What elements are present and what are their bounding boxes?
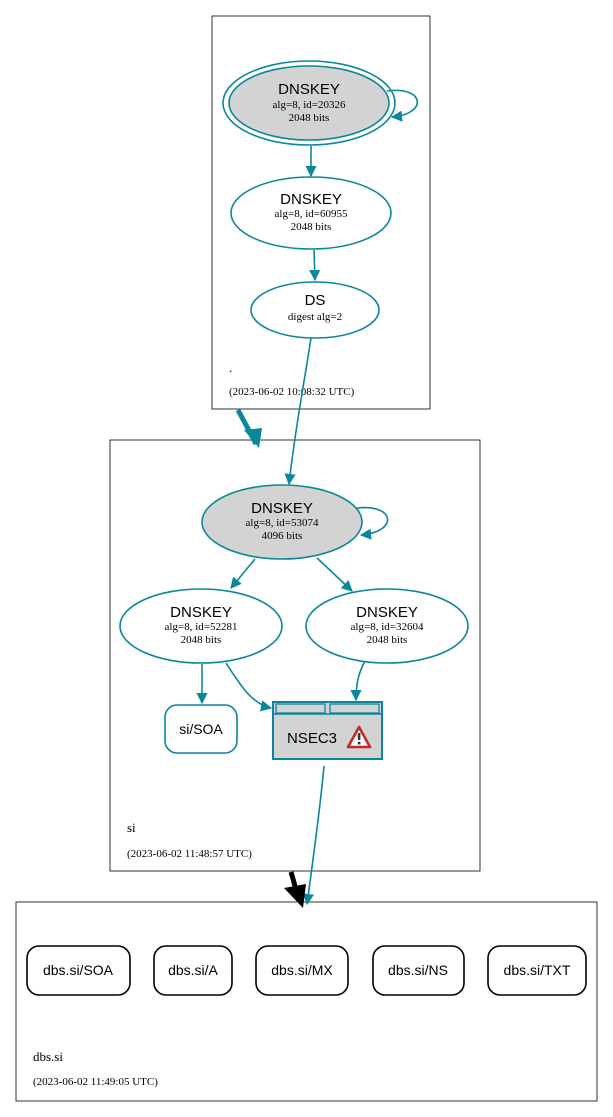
- zone-si-name: si: [127, 820, 136, 835]
- record-dbs-si-a[interactable]: dbs.si/A: [153, 945, 233, 996]
- node-root-ds[interactable]: DS digest alg=2: [250, 281, 380, 339]
- record-dbs-si-ns[interactable]: dbs.si/NS: [372, 945, 465, 996]
- record-dbs-si-mx[interactable]: dbs.si/MX: [255, 945, 349, 996]
- edge-si-ksk-zsk1: [230, 558, 256, 589]
- node-root-ds-type: DS: [305, 292, 326, 309]
- nsec3-header-right: [329, 703, 380, 714]
- edge-ds-si-ksk: [284, 337, 312, 486]
- zone-root-box: [211, 15, 431, 410]
- delegation-arrowhead-si-dbs: [284, 884, 306, 908]
- node-si-zsk1-type: DNSKEY: [170, 604, 232, 621]
- node-si-zsk-32604[interactable]: DNSKEY alg=8, id=32604 2048 bits: [305, 588, 469, 664]
- node-root-ksk-type: DNSKEY: [278, 81, 340, 98]
- node-si-ksk-type: DNSKEY: [251, 500, 313, 517]
- node-si-ksk-bits: 4096 bits: [262, 530, 303, 542]
- delegation-arrowhead-root-si: [244, 428, 262, 448]
- record-dbs-si-mx-label: dbs.si/MX: [271, 962, 333, 978]
- record-dbs-si-soa[interactable]: dbs.si/SOA: [26, 945, 131, 996]
- node-root-zsk[interactable]: DNSKEY alg=8, id=60955 2048 bits: [230, 176, 392, 250]
- node-root-ksk-bits: 2048 bits: [289, 112, 330, 124]
- edge-zsk1-nsec3: [225, 662, 273, 712]
- node-root-ds-digest: digest alg=2: [288, 311, 342, 323]
- node-si-zsk-52281[interactable]: DNSKEY alg=8, id=52281 2048 bits: [119, 588, 283, 664]
- edge-si-ksk-zsk2: [316, 557, 353, 592]
- record-dbs-si-txt[interactable]: dbs.si/TXT: [487, 945, 587, 996]
- node-root-zsk-bits: 2048 bits: [291, 221, 332, 233]
- record-dbs-si-a-label: dbs.si/A: [168, 962, 218, 978]
- edge-si-ksk-self: [356, 506, 389, 540]
- node-si-zsk2-bits: 2048 bits: [367, 634, 408, 646]
- node-si-ksk[interactable]: DNSKEY alg=8, id=53074 4096 bits: [201, 484, 363, 560]
- zone-root-name: .: [229, 360, 232, 375]
- warning-icon: [346, 725, 372, 749]
- node-si-soa[interactable]: si/SOA: [164, 704, 238, 754]
- edge-nsec3-dbs-si: [302, 765, 325, 906]
- node-root-zsk-alg: alg=8, id=60955: [275, 208, 348, 220]
- edge-root-zsk-ds: [309, 249, 321, 282]
- node-root-zsk-type: DNSKEY: [280, 191, 342, 208]
- zone-si-timestamp: (2023-06-02 11:48:57 UTC): [127, 848, 252, 860]
- node-si-zsk1-bits: 2048 bits: [181, 634, 222, 646]
- node-si-soa-label: si/SOA: [179, 721, 223, 737]
- zone-root-timestamp: (2023-06-02 10:08:32 UTC): [229, 386, 355, 398]
- record-dbs-si-soa-label: dbs.si/SOA: [43, 962, 114, 978]
- edge-root-ksk-self: [386, 89, 419, 122]
- node-si-zsk1-alg: alg=8, id=52281: [165, 621, 238, 633]
- zone-dbs-si-box: [15, 901, 598, 1102]
- nsec3-header-left: [275, 703, 326, 714]
- node-nsec3[interactable]: NSEC3: [272, 701, 383, 760]
- node-si-zsk2-type: DNSKEY: [356, 604, 418, 621]
- record-dbs-si-ns-label: dbs.si/NS: [388, 962, 448, 978]
- edge-zsk2-nsec3: [350, 660, 366, 702]
- node-root-ksk-alg: alg=8, id=20326: [273, 99, 346, 111]
- node-root-ksk[interactable]: DNSKEY alg=8, id=20326 2048 bits: [222, 60, 396, 146]
- zone-dbs-si-name: dbs.si: [33, 1049, 63, 1064]
- record-dbs-si-txt-label: dbs.si/TXT: [504, 962, 571, 978]
- node-si-zsk2-alg: alg=8, id=32604: [351, 621, 424, 633]
- zone-dbs-si-timestamp: (2023-06-02 11:49:05 UTC): [33, 1076, 158, 1088]
- node-nsec3-label: NSEC3: [287, 730, 337, 747]
- node-si-ksk-alg: alg=8, id=53074: [246, 517, 319, 529]
